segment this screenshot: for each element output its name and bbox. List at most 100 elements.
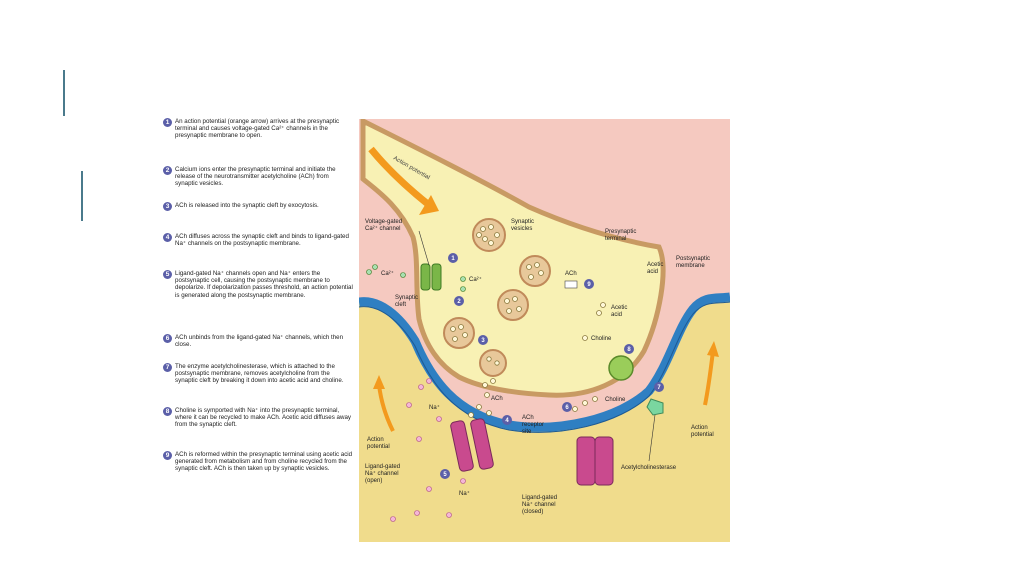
ach-molecule bbox=[486, 410, 492, 416]
ach-molecule bbox=[484, 392, 490, 398]
marker-9: 9 bbox=[587, 282, 591, 288]
cleft-label: cleft bbox=[395, 302, 406, 308]
arrowhead bbox=[707, 341, 719, 357]
postsynaptic-label: Postsynaptic bbox=[676, 256, 710, 262]
marker-6: 6 bbox=[565, 405, 569, 411]
leader-line bbox=[648, 414, 656, 462]
choline-molecule bbox=[592, 396, 598, 402]
choline-out-label: Choline bbox=[605, 397, 626, 403]
vesicles-label: vesicles bbox=[511, 226, 532, 232]
site-label: site bbox=[522, 429, 532, 435]
step-number: 1 bbox=[163, 118, 172, 127]
marker-5: 5 bbox=[443, 472, 447, 478]
marker-1: 1 bbox=[451, 256, 455, 262]
choline-molecule bbox=[582, 335, 588, 341]
ligand-open-label-2: Na⁺ channel bbox=[365, 470, 399, 477]
choline-molecule bbox=[582, 400, 588, 406]
leader-line bbox=[418, 230, 430, 266]
ligand-gated-channel-closed bbox=[576, 436, 614, 486]
acetylcholinesterase-enzyme bbox=[646, 398, 664, 416]
marker-4: 4 bbox=[505, 418, 509, 424]
marker-7: 7 bbox=[657, 385, 661, 391]
action-potential-arrow-top bbox=[368, 146, 432, 208]
synapse-figure: Action potential Voltage-gated Ca²⁺ chan… bbox=[359, 119, 730, 542]
ach-cleft-label: ACh bbox=[491, 396, 503, 402]
ca-ion bbox=[460, 276, 466, 282]
step-number: 6 bbox=[163, 334, 172, 343]
step-number: 9 bbox=[163, 451, 172, 460]
ach-molecule bbox=[476, 404, 482, 410]
acid-label: acid bbox=[611, 312, 622, 318]
ca-ion bbox=[366, 269, 372, 275]
synaptic-vesicles-label: Synaptic bbox=[511, 219, 534, 225]
vesicle bbox=[479, 349, 507, 377]
step-number: 8 bbox=[163, 407, 172, 416]
ach-molecule bbox=[468, 412, 474, 418]
step-number: 2 bbox=[163, 166, 172, 175]
ligand-open-label: Ligand-gated bbox=[365, 464, 400, 470]
ca-ion bbox=[400, 272, 406, 278]
presynaptic-terminal bbox=[360, 119, 666, 398]
ligand-closed-label: Ligand-gated bbox=[522, 495, 557, 501]
arrowhead bbox=[419, 195, 439, 215]
choline-symporter bbox=[608, 355, 634, 381]
acid-out-label: acid bbox=[647, 269, 658, 275]
ca-right-label: Ca²⁺ bbox=[469, 276, 482, 283]
marker-2: 2 bbox=[457, 299, 461, 305]
ach-molecule bbox=[564, 280, 578, 289]
ach-receptor-label: ACh bbox=[522, 415, 534, 421]
ap-left-label-2: potential bbox=[367, 444, 390, 450]
step-text: ACh unbinds from the ligand-gated Na⁺ ch… bbox=[175, 334, 344, 349]
ca-ion bbox=[372, 264, 378, 270]
marker-8: 8 bbox=[627, 347, 631, 353]
voltage-gated-label: Voltage-gated bbox=[365, 219, 402, 225]
step-text: ACh diffuses across the synaptic cleft a… bbox=[175, 233, 349, 248]
marker-3: 3 bbox=[481, 338, 485, 344]
voltage-gated-channel bbox=[420, 263, 442, 291]
ligand-open-label-3: (open) bbox=[365, 478, 382, 484]
acetic-acid-label: Acetic bbox=[611, 305, 627, 311]
na-bottom-label: Na⁺ bbox=[459, 490, 470, 497]
vesicle bbox=[443, 317, 475, 349]
acetic-out-label: Acetic bbox=[647, 262, 663, 268]
step-text: The enzyme acetylcholinesterase, which i… bbox=[175, 363, 344, 385]
ap-right-label-2: potential bbox=[691, 432, 714, 438]
ap-left-label: Action bbox=[367, 437, 384, 443]
presynaptic-label: Presynaptic bbox=[605, 229, 636, 235]
membrane-label: membrane bbox=[676, 263, 705, 269]
choline-molecule bbox=[572, 406, 578, 412]
step-text: ACh is reformed within the presynaptic t… bbox=[175, 451, 353, 473]
choline-inside-label: Choline bbox=[591, 336, 612, 342]
ach-molecules bbox=[450, 224, 544, 366]
ach-molecule bbox=[490, 378, 496, 384]
arrowhead bbox=[373, 375, 385, 389]
ach-molecule bbox=[482, 382, 488, 388]
ligand-closed-label-2: Na⁺ channel bbox=[522, 501, 556, 508]
step-number: 7 bbox=[163, 363, 172, 372]
vesicle bbox=[497, 289, 529, 321]
accent-line-mid bbox=[81, 171, 83, 221]
acetic-acid-molecule bbox=[596, 310, 602, 316]
ca-channel-label: Ca²⁺ channel bbox=[365, 225, 401, 232]
step-number: 3 bbox=[163, 202, 172, 211]
acetic-acid-molecule bbox=[600, 302, 606, 308]
receptor-label: receptor bbox=[522, 422, 544, 428]
ca-left-label: Ca²⁺ bbox=[381, 270, 394, 277]
step-text: Choline is symported with Na⁺ into the p… bbox=[175, 407, 351, 429]
acetylcholinesterase-label: Acetylcholinesterase bbox=[621, 465, 677, 471]
step-text: Ligand-gated Na⁺ channels open and Na⁺ e… bbox=[175, 270, 353, 299]
synaptic-vesicles bbox=[443, 218, 551, 377]
ca-ion bbox=[460, 286, 466, 292]
terminal-label: terminal bbox=[605, 236, 626, 242]
ap-right-label: Action bbox=[691, 425, 708, 431]
step-text: An action potential (orange arrow) arriv… bbox=[175, 118, 340, 140]
